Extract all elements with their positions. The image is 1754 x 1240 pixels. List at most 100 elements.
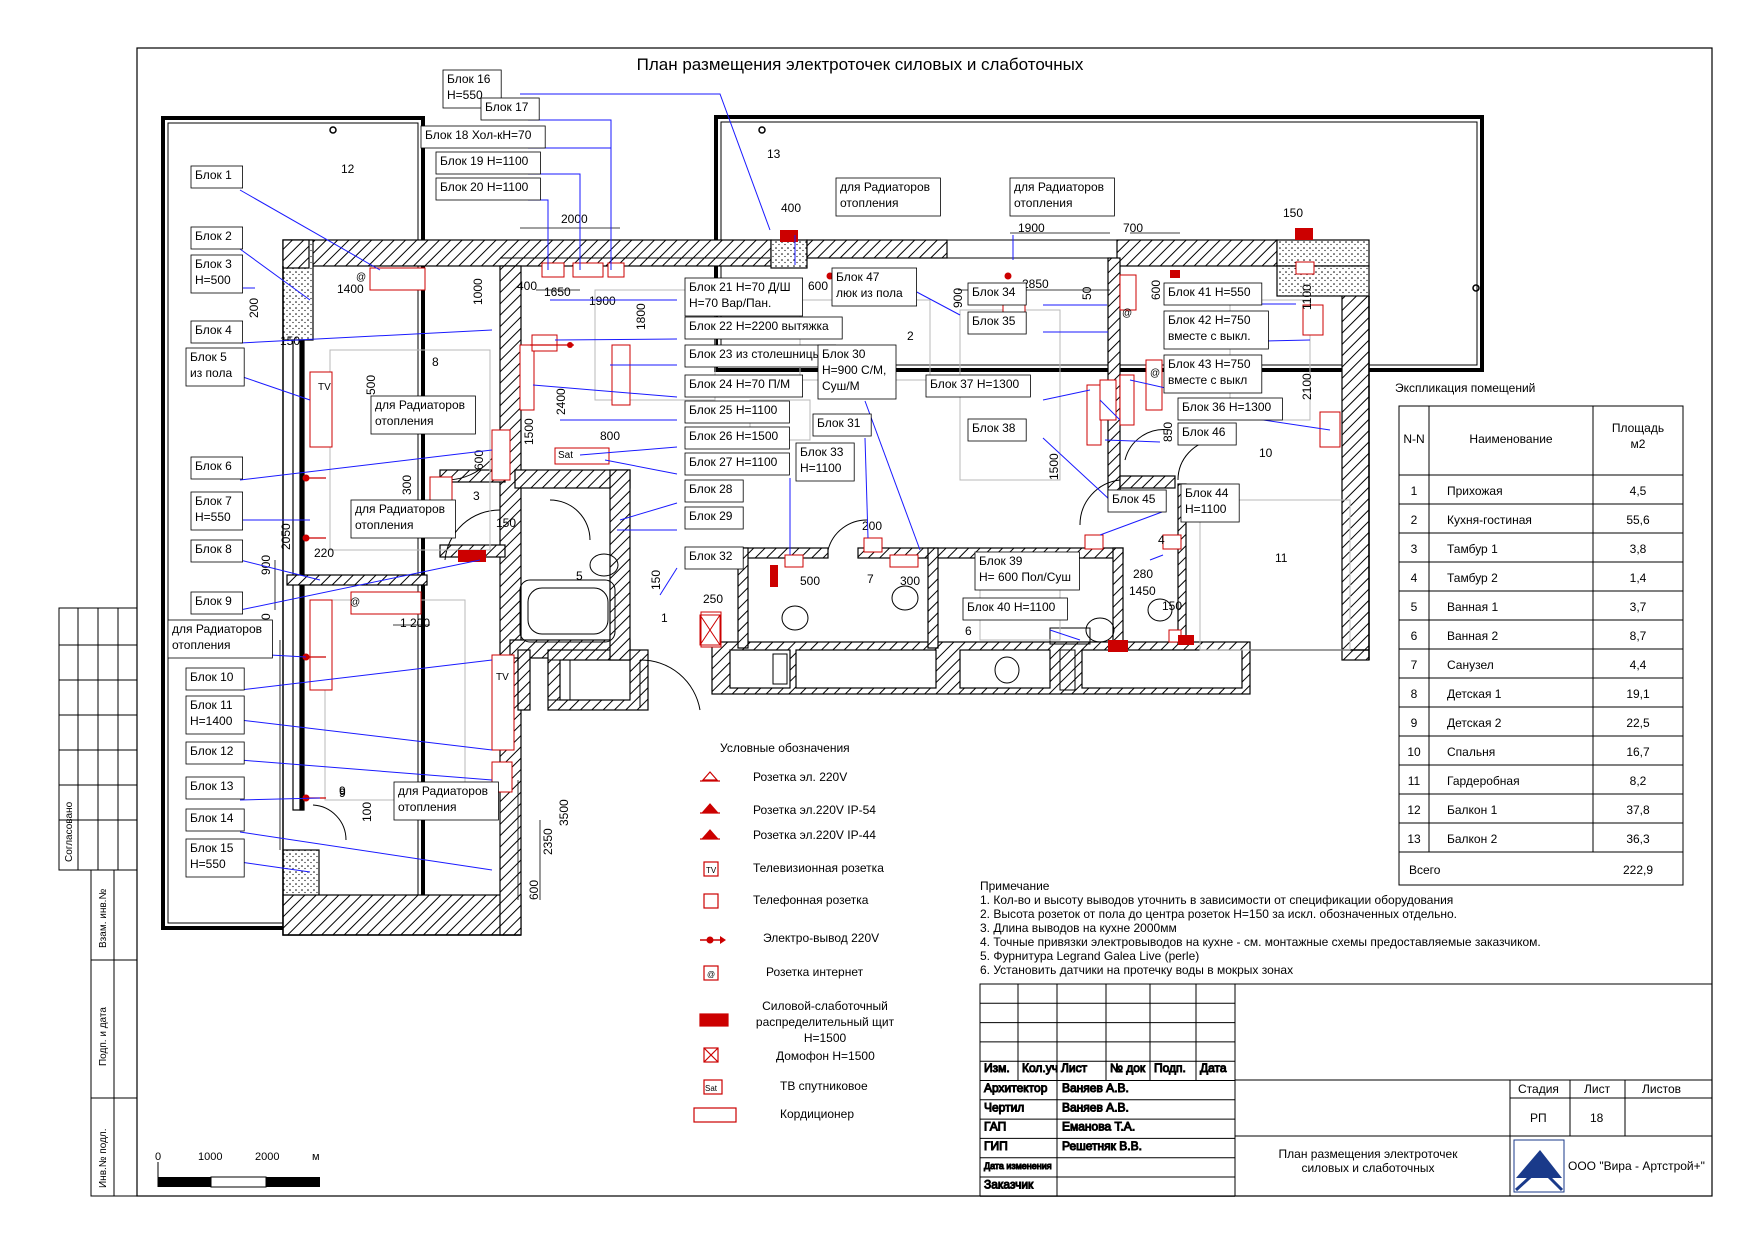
- dimension-label: 600: [808, 279, 828, 293]
- room-number: 8: [432, 355, 439, 369]
- dimension-label: 3500: [557, 799, 571, 826]
- room-number: 1: [661, 611, 668, 625]
- dimension-label: 1900: [589, 294, 616, 308]
- dimension-label: 280: [1133, 567, 1153, 581]
- callout-text: Блок 17: [485, 100, 529, 114]
- internet-socket-icon: [703, 965, 719, 981]
- dimension-label: 1400: [337, 282, 364, 296]
- block-callout: Блок 46: [1177, 422, 1237, 446]
- svg-text:Кухня-гостиная: Кухня-гостиная: [1447, 513, 1532, 527]
- svg-text:4,4: 4,4: [1630, 658, 1647, 672]
- callout-text: для Радиаторов: [375, 398, 465, 412]
- block-callout: Блок 38: [967, 418, 1027, 442]
- block-callout: Блок 11Н=1400: [185, 695, 245, 735]
- dimension-label: 150: [280, 334, 300, 348]
- note-item: 3. Длина выводов на кухне 2000мм: [980, 921, 1177, 935]
- internet-glyph: @: [707, 970, 715, 979]
- satellite-tv-icon: [703, 1079, 723, 1095]
- callout-text: Блок 42 Н=750: [1168, 313, 1251, 327]
- svg-text:3: 3: [1411, 542, 1418, 556]
- callout-text: Суш/М: [822, 379, 860, 393]
- room-number: 6: [965, 624, 972, 638]
- callout-text: Блок 34: [972, 285, 1016, 299]
- block-callout: Блок 44Н=1100: [1180, 483, 1240, 523]
- notes: Примечание 1. Кол-во и высоту выводов ут…: [980, 879, 1541, 977]
- callout-text: Блок 18 Хол-кН=70: [425, 128, 532, 142]
- dimension-label: 1 200: [400, 616, 430, 630]
- block-callout: Блок 9: [190, 591, 243, 615]
- svg-text:Ваняев А.В.: Ваняев А.В.: [1062, 1100, 1129, 1114]
- block-callout: Блок 21 Н=70 Д/ШН=70 Вар/Пан.: [684, 277, 803, 317]
- svg-text:Гардеробная: Гардеробная: [1447, 774, 1520, 788]
- callout-text: отопления: [355, 518, 413, 532]
- company-name: ООО "Вира - Артстрой+": [1568, 1159, 1705, 1173]
- tv-glyph: TV: [706, 866, 717, 875]
- dimension-label: 1650: [544, 285, 571, 299]
- callout-text: Блок 46: [1182, 425, 1226, 439]
- tb-role-row: Дата изменения: [984, 1161, 1053, 1172]
- block-callout: Блок 13: [185, 776, 245, 800]
- dimension-label: 2400: [554, 388, 568, 415]
- svg-text:1: 1: [1411, 484, 1418, 498]
- tv-mark: TV: [318, 382, 331, 393]
- callout-text: Блок 22 Н=2200 вытяжка: [689, 319, 829, 333]
- callout-text: Блок 41 Н=550: [1168, 285, 1251, 299]
- dimension-label: 500: [800, 574, 820, 588]
- explication-title: Экспликация помещений: [1395, 381, 1535, 395]
- block-callout: Блок 26 Н=1500: [684, 426, 790, 450]
- callout-text: для Радиаторов: [398, 784, 488, 798]
- callout-text: Блок 37 Н=1300: [930, 377, 1020, 391]
- callout-text: отопления: [1014, 196, 1072, 210]
- block-callout: Блок 23 из столешницы: [684, 344, 837, 368]
- block-callout: Блок 25 Н=1100: [684, 400, 790, 424]
- leader-lines: [239, 93, 1331, 873]
- legend-label: Розетка интернет: [766, 965, 864, 979]
- block-callout: Блок 20 Н=1100: [435, 177, 541, 201]
- dimension-label: 2050: [279, 523, 293, 550]
- legend: Условные обозначения Розетка эл. 220VРоз…: [693, 741, 895, 1123]
- block-callout: Блок 3Н=500: [190, 254, 243, 294]
- svg-text:Дата изменения: Дата изменения: [984, 1161, 1052, 1171]
- svg-text:Тамбур 2: Тамбур 2: [1447, 571, 1498, 585]
- dimension-label: 300: [900, 574, 920, 588]
- callout-text: Блок 47: [836, 270, 880, 284]
- legend-label: Розетка эл. 220V: [753, 770, 847, 784]
- block-callout: Блок 34: [967, 282, 1027, 306]
- legend-label: Электро-вывод 220V: [763, 931, 879, 945]
- svg-text:ГИП: ГИП: [984, 1139, 1008, 1153]
- block-callout: Блок 14: [185, 808, 245, 832]
- room-number: 2: [907, 329, 914, 343]
- scale-tick: 2000: [255, 1151, 279, 1163]
- dimension-label: 1100: [1300, 284, 1314, 310]
- block-callout: Блок 5из пола: [185, 347, 245, 387]
- col-sheet: Лист: [1584, 1082, 1611, 1096]
- svg-text:Ванная 2: Ванная 2: [1447, 629, 1498, 643]
- sheet-value: 18: [1590, 1111, 1604, 1125]
- callout-text: Блок 30: [822, 347, 866, 361]
- dimension-label: 1500: [522, 418, 536, 445]
- internet-mark: @: [350, 597, 360, 608]
- callout-text: Блок 32: [689, 549, 733, 563]
- dimension-label: 150: [649, 570, 663, 590]
- dimension-label: 900: [951, 288, 965, 308]
- legend-label: Розетка эл.220V IP-54: [753, 803, 876, 817]
- svg-text:Архитектор: Архитектор: [984, 1081, 1048, 1095]
- dimension-label: 1800: [634, 303, 648, 330]
- callout-text: Н=500: [195, 273, 231, 287]
- expl-total-label: Всего: [1409, 863, 1441, 877]
- air-conditioner-icon: [693, 1107, 737, 1123]
- sockets: [309, 261, 1341, 793]
- room-number: 5: [576, 569, 583, 583]
- svg-text:8,7: 8,7: [1630, 629, 1647, 643]
